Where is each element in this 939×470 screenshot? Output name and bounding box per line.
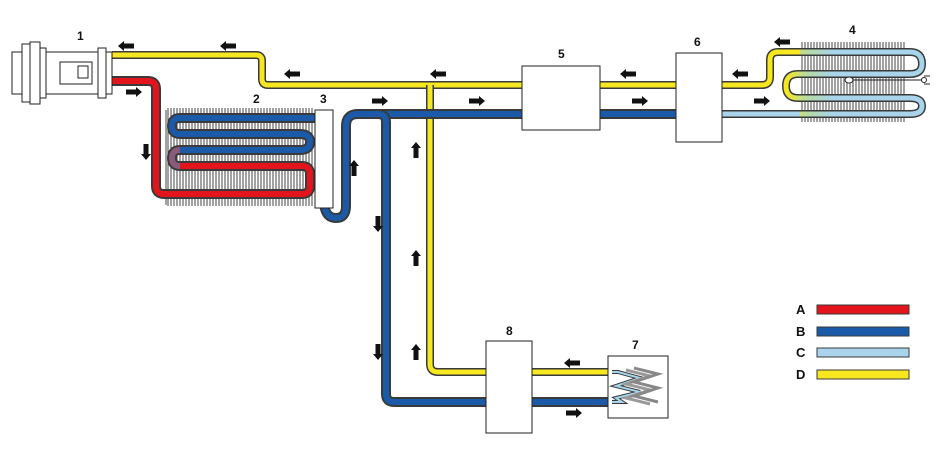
flow-arrow-right (566, 408, 582, 418)
legend-swatch-c (816, 347, 910, 358)
flow-arrow-up (349, 160, 359, 176)
label-receiver-drier: 3 (320, 92, 327, 106)
flow-arrows (118, 37, 790, 418)
expansion-valve-icon (844, 75, 930, 85)
component-5-box (521, 65, 601, 131)
label-component-5: 5 (558, 47, 565, 61)
flow-arrow-left (732, 69, 748, 79)
flow-arrow-right (126, 87, 142, 97)
label-condenser: 2 (253, 92, 260, 106)
flow-arrow-right (469, 96, 485, 106)
legend-label-b: B (796, 324, 805, 339)
flow-arrow-right (632, 96, 648, 106)
flow-arrow-left (564, 358, 580, 368)
flow-arrow-left (118, 41, 134, 51)
legend-label-c: C (796, 345, 806, 360)
compressor-drawing (11, 41, 113, 105)
flow-arrow-right (754, 96, 770, 106)
evaporator-coil-front (782, 48, 926, 118)
flow-arrow-up (411, 250, 421, 266)
label-evaporator-front: 4 (849, 23, 856, 37)
flow-arrow-down (141, 144, 151, 160)
flow-arrow-right (372, 96, 388, 106)
legend-swatch-b (816, 326, 910, 337)
flow-arrow-left (620, 69, 636, 79)
legend: A B C D (796, 302, 910, 382)
label-compressor: 1 (77, 29, 84, 43)
receiver-drier-box (314, 109, 334, 209)
flow-arrow-down (373, 344, 383, 360)
flow-arrow-left (284, 69, 300, 79)
legend-swatch-d (816, 369, 910, 380)
label-component-8: 8 (506, 324, 513, 338)
flow-arrow-up (411, 344, 421, 360)
label-component-6: 6 (694, 35, 701, 49)
flow-arrow-left (430, 69, 446, 79)
flow-arrow-down (373, 216, 383, 232)
rear-evaporator (607, 355, 669, 419)
legend-label-a: A (796, 302, 806, 317)
legend-swatch-a (816, 304, 910, 315)
flow-arrow-up (411, 142, 421, 158)
component-6-box (675, 52, 723, 143)
legend-label-d: D (796, 367, 805, 382)
liquid-line-high-pressure (319, 109, 676, 407)
flow-arrow-left (774, 37, 790, 47)
label-rear-evaporator: 7 (632, 338, 639, 352)
discharge-line-high-pressure-gas (112, 76, 315, 199)
component-8-box (485, 340, 533, 434)
flow-arrow-left (220, 41, 236, 51)
suction-line-low-pressure-gas (112, 48, 800, 376)
